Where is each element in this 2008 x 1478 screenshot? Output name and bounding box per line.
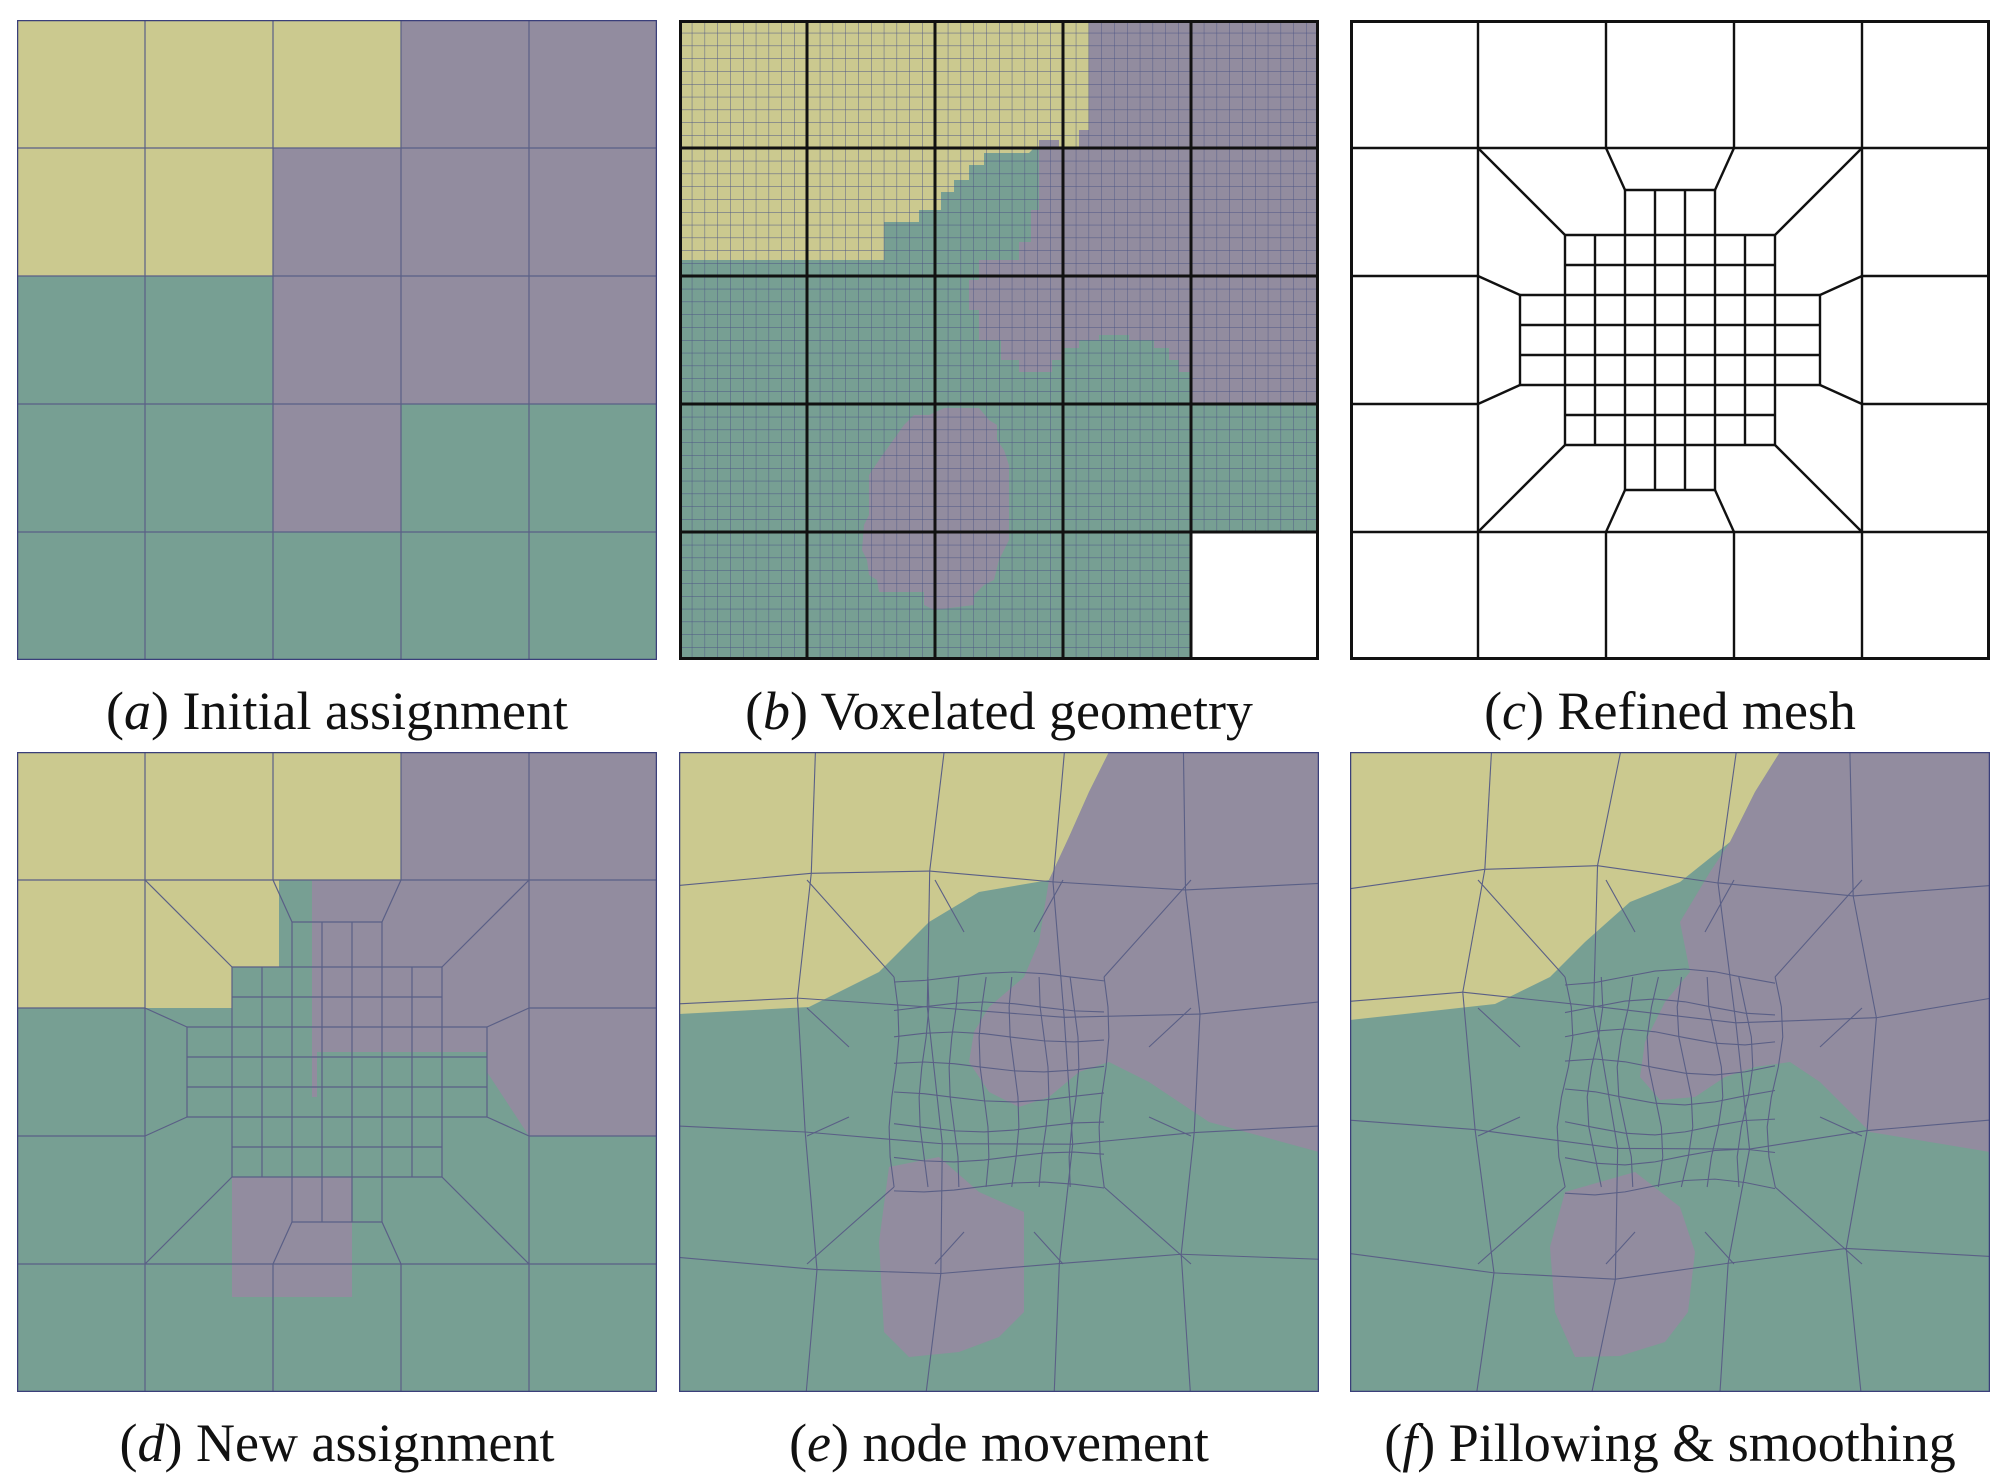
caption-a-label: a <box>124 681 151 741</box>
caption-c-text: Refined mesh <box>1558 681 1856 741</box>
caption-c: (c) Refined mesh <box>1320 676 2008 746</box>
voxelated-geometry-figure <box>679 20 1319 660</box>
panel-d <box>17 752 657 1392</box>
panel-e <box>679 752 1319 1392</box>
caption-f-text: Pillowing & smoothing <box>1449 1413 1956 1473</box>
caption-e: (e) node movement <box>649 1408 1349 1478</box>
caption-b: (b) Voxelated geometry <box>649 676 1349 746</box>
initial-assignment-figure <box>17 20 657 660</box>
caption-b-text: Voxelated geometry <box>821 681 1253 741</box>
caption-f: (f) Pillowing & smoothing <box>1320 1408 2008 1478</box>
caption-a-text: Initial assignment <box>183 681 568 741</box>
panel-c <box>1350 20 1990 660</box>
panel-a <box>17 20 657 660</box>
caption-e-text: node movement <box>863 1413 1209 1473</box>
node-movement-figure <box>679 752 1319 1392</box>
pillowing-smoothing-figure <box>1350 752 1990 1392</box>
panel-f <box>1350 752 1990 1392</box>
caption-f-label: f <box>1402 1413 1417 1473</box>
caption-c-label: c <box>1502 681 1526 741</box>
caption-e-label: e <box>807 1413 831 1473</box>
new-assignment-figure <box>17 752 657 1392</box>
panel-b <box>679 20 1319 660</box>
caption-d: (d) New assignment <box>0 1408 687 1478</box>
caption-d-text: New assignment <box>196 1413 554 1473</box>
caption-a: (a) Initial assignment <box>0 676 687 746</box>
caption-b-label: b <box>763 681 790 741</box>
refined-mesh-figure <box>1350 20 1990 660</box>
caption-d-label: d <box>138 1413 165 1473</box>
